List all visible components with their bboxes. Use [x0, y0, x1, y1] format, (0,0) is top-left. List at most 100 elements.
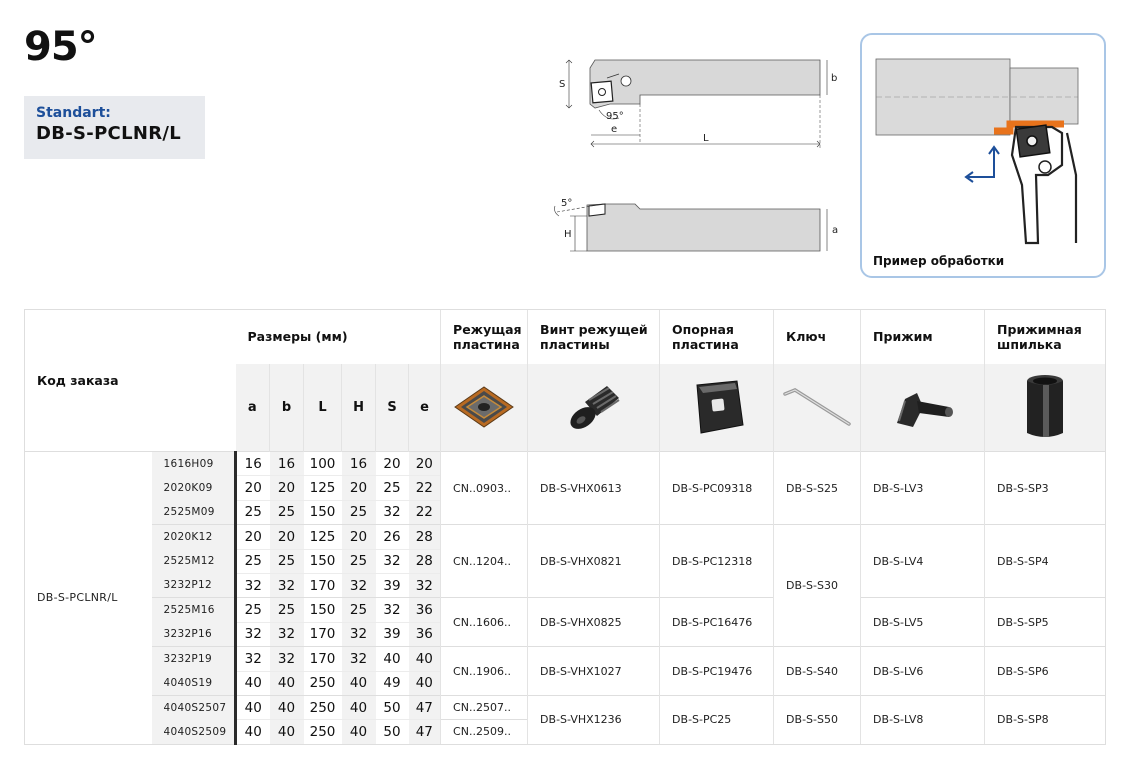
dim-s-cell: 50: [375, 694, 409, 720]
pin-image: [1027, 375, 1064, 438]
dim-s-cell: 26: [375, 524, 409, 550]
dim-col-l: L: [303, 363, 342, 452]
pin-cell: DB-S-SP8: [984, 694, 1107, 745]
dim-h-cell: 25: [341, 597, 376, 623]
dim-h-cell: 32: [341, 621, 376, 647]
clamp-cell: DB-S-LV8: [860, 694, 985, 745]
dim-e-cell: 32: [408, 572, 441, 598]
key-cell: DB-S-S30: [773, 524, 861, 647]
size-code-cell: 4040S19: [151, 671, 236, 696]
dim-a-cell: 40: [234, 719, 270, 745]
dim-b-cell: 40: [269, 670, 304, 696]
dim-l-cell: 125: [303, 524, 342, 550]
screw-header: Винт режущей пластины: [527, 309, 660, 364]
dim-l-cell: 170: [303, 646, 342, 672]
size-code-cell: 3232P12: [151, 573, 236, 598]
dim-col-e: e: [408, 363, 441, 452]
dim-a-cell: 20: [234, 475, 270, 501]
dim-e-cell: 47: [408, 719, 441, 745]
dim-e-cell: 28: [408, 548, 441, 574]
screw-image-cell: [527, 363, 660, 452]
dim-h-cell: 40: [341, 670, 376, 696]
dim-h-cell: 40: [341, 694, 376, 720]
dim-side-angle-label: 5°: [561, 198, 572, 209]
clamp-cell: DB-S-LV4: [860, 524, 985, 598]
clamp-header: Прижим: [860, 309, 985, 364]
machining-example-caption: Пример обработки: [873, 254, 1005, 268]
size-code-cell: 2020K12: [151, 524, 236, 550]
key-image-cell: [773, 363, 861, 452]
dim-b-cell: 20: [269, 475, 304, 501]
dim-e-cell: 40: [408, 646, 441, 672]
insert-image: [454, 386, 514, 428]
dim-a-cell: 40: [234, 694, 270, 720]
dim-s-cell: 32: [375, 499, 409, 525]
dim-a-cell: 20: [234, 524, 270, 550]
dim-e-cell: 28: [408, 524, 441, 550]
shim-image: [696, 380, 744, 434]
dim-a-cell: 32: [234, 646, 270, 672]
dim-h-cell: 25: [341, 499, 376, 525]
size-code-cell: 3232P19: [151, 646, 236, 672]
dim-l-cell: 150: [303, 548, 342, 574]
angle-title: 95°: [24, 24, 98, 70]
dim-h-cell: 20: [341, 475, 376, 501]
dim-a-cell: 25: [234, 548, 270, 574]
clamp-image-cell: [860, 363, 985, 452]
dim-b-label: b: [831, 73, 837, 84]
key-header: Ключ: [773, 309, 861, 364]
dim-e-cell: 36: [408, 597, 441, 623]
tool-side-view-drawing: 5° H a: [554, 198, 838, 252]
size-code-cell: 3232P16: [151, 622, 236, 647]
order-code-header: Код заказа: [23, 309, 236, 452]
clamp-cell: DB-S-LV3: [860, 450, 985, 525]
key-cell: DB-S-S25: [773, 450, 861, 525]
dim-l-cell: 100: [303, 450, 342, 476]
dim-col-a: a: [235, 363, 270, 452]
shim-image-cell: [659, 363, 774, 452]
size-code-cell: 1616H09: [151, 450, 236, 476]
dim-h-cell: 32: [341, 572, 376, 598]
dim-e-cell: 47: [408, 694, 441, 720]
pin-cell: DB-S-SP6: [984, 646, 1107, 696]
dim-h-cell: 32: [341, 646, 376, 672]
dim-s-cell: 50: [375, 719, 409, 745]
size-code-cell: 4040S2507: [151, 694, 236, 720]
pin-image-cell: [984, 363, 1107, 452]
dim-b-cell: 40: [269, 694, 304, 720]
dim-angle-label: 95°: [606, 111, 624, 122]
dim-e-cell: 36: [408, 621, 441, 647]
dim-a-cell: 40: [234, 670, 270, 696]
dim-h-cell: 40: [341, 719, 376, 745]
dim-b-cell: 25: [269, 597, 304, 623]
insert-cell: CN..1606..: [440, 597, 528, 647]
dim-a-label: a: [832, 225, 838, 236]
clamp-cell: DB-S-LV6: [860, 646, 985, 696]
dim-b-cell: 32: [269, 646, 304, 672]
insert-header: Режущая пластина: [440, 309, 528, 364]
dim-s-cell: 32: [375, 597, 409, 623]
sizes-header: Размеры (мм): [235, 309, 441, 364]
dim-b-cell: 40: [269, 719, 304, 745]
dim-b-cell: 32: [269, 572, 304, 598]
dim-l-cell: 170: [303, 572, 342, 598]
insert-cell: CN..0903..: [440, 450, 528, 525]
dim-l-cell: 250: [303, 694, 342, 720]
dim-e-cell: 22: [408, 499, 441, 525]
dim-b-cell: 16: [269, 450, 304, 476]
size-code-cell: 2020K09: [151, 475, 236, 501]
dim-s-cell: 20: [375, 450, 409, 476]
dim-a-cell: 32: [234, 572, 270, 598]
dim-l-cell: 150: [303, 597, 342, 623]
size-code-cell: 2525M16: [151, 597, 236, 623]
tool-top-view-drawing: S b 95° e L: [559, 59, 837, 150]
dim-s-cell: 39: [375, 621, 409, 647]
shim-cell: DB-S-PC16476: [659, 597, 774, 647]
shim-cell: DB-S-PC09318: [659, 450, 774, 525]
insert-cell: CN..1204..: [440, 524, 528, 598]
insert-cell: CN..2509..: [440, 719, 528, 745]
dim-b-cell: 25: [269, 499, 304, 525]
family-code-cell: DB-S-PCLNR/L: [24, 451, 152, 745]
dim-h-cell: 16: [341, 450, 376, 476]
dim-s-label: S: [559, 79, 565, 90]
